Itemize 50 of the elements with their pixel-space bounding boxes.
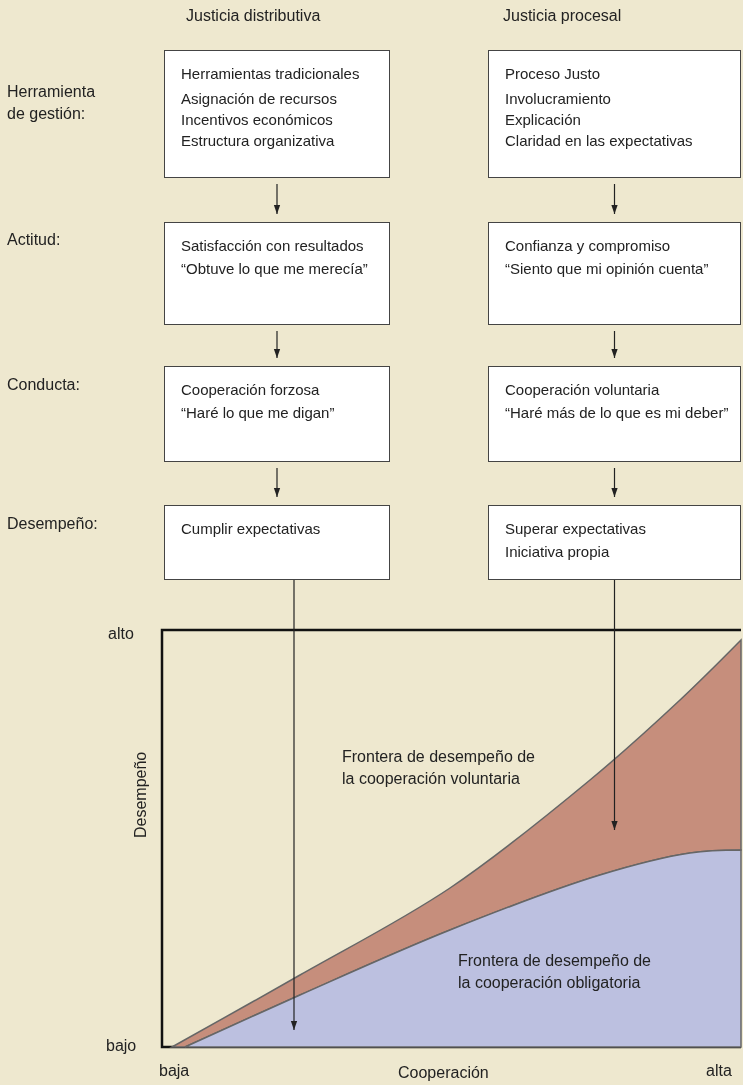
box-text: Iniciativa propia (505, 542, 611, 562)
arrow (273, 183, 281, 215)
box-heading: Cooperación forzosa (181, 380, 321, 400)
process-box (488, 505, 741, 580)
box-heading: Superar expectativas (505, 519, 647, 539)
arrow (611, 467, 618, 498)
arrow (273, 467, 281, 498)
process-box (488, 222, 741, 325)
column-heading: Justicia procesal (503, 6, 622, 26)
arrow (611, 579, 618, 831)
process-box (164, 505, 390, 580)
arrow (290, 579, 298, 1031)
process-box (164, 50, 390, 178)
arrow (611, 183, 618, 215)
frontier-area (184, 849, 742, 1048)
box-heading: Confianza y compromiso (505, 236, 672, 256)
region-label: Frontera de desempeño de la cooperación voluntaria (342, 747, 536, 789)
box-text: “Haré más de lo que es mi deber” (505, 403, 730, 423)
box-heading: Cumplir expectativas (181, 519, 322, 539)
box-text: “Obtuve lo que me merecía” (181, 259, 369, 279)
box-heading: Herramientas tradicionales (181, 64, 361, 84)
region-label: Frontera de desempeño de la cooperación obligatoria (458, 951, 652, 993)
box-text: Estructura organizativa (181, 131, 336, 151)
row-label: Conducta: (7, 375, 80, 395)
axis-label: alto (108, 624, 134, 644)
arrow (611, 330, 618, 359)
process-box (488, 366, 741, 462)
process-box (164, 366, 390, 462)
column-heading: Justicia distributiva (186, 6, 321, 26)
axis-label: alta (706, 1061, 732, 1081)
row-label: Actitud: (7, 230, 61, 250)
axis-label: baja (159, 1061, 190, 1081)
process-box (164, 222, 390, 325)
axis-title: Cooperación (398, 1063, 489, 1083)
axis-label: bajo (106, 1036, 137, 1056)
box-heading: Satisfacción con resultados (181, 236, 365, 256)
axis-title: Desempeño (131, 751, 150, 838)
box-text: Incentivos económicos (181, 110, 334, 130)
box-text: “Haré lo que me digan” (181, 403, 336, 423)
row-label: Herramienta de gestión: (7, 82, 97, 124)
process-box (488, 50, 741, 178)
box-heading: Proceso Justo (505, 64, 602, 84)
box-text: “Siento que mi opinión cuenta” (505, 259, 710, 279)
row-label: Desempeño: (7, 514, 98, 534)
arrow (273, 330, 281, 359)
box-text: Asignación de recursos (181, 89, 338, 109)
box-text: Claridad en las expectativas (505, 131, 694, 151)
box-text: Explicación (505, 110, 582, 130)
box-text: Involucramiento (505, 89, 612, 109)
box-heading: Cooperación voluntaria (505, 380, 661, 400)
